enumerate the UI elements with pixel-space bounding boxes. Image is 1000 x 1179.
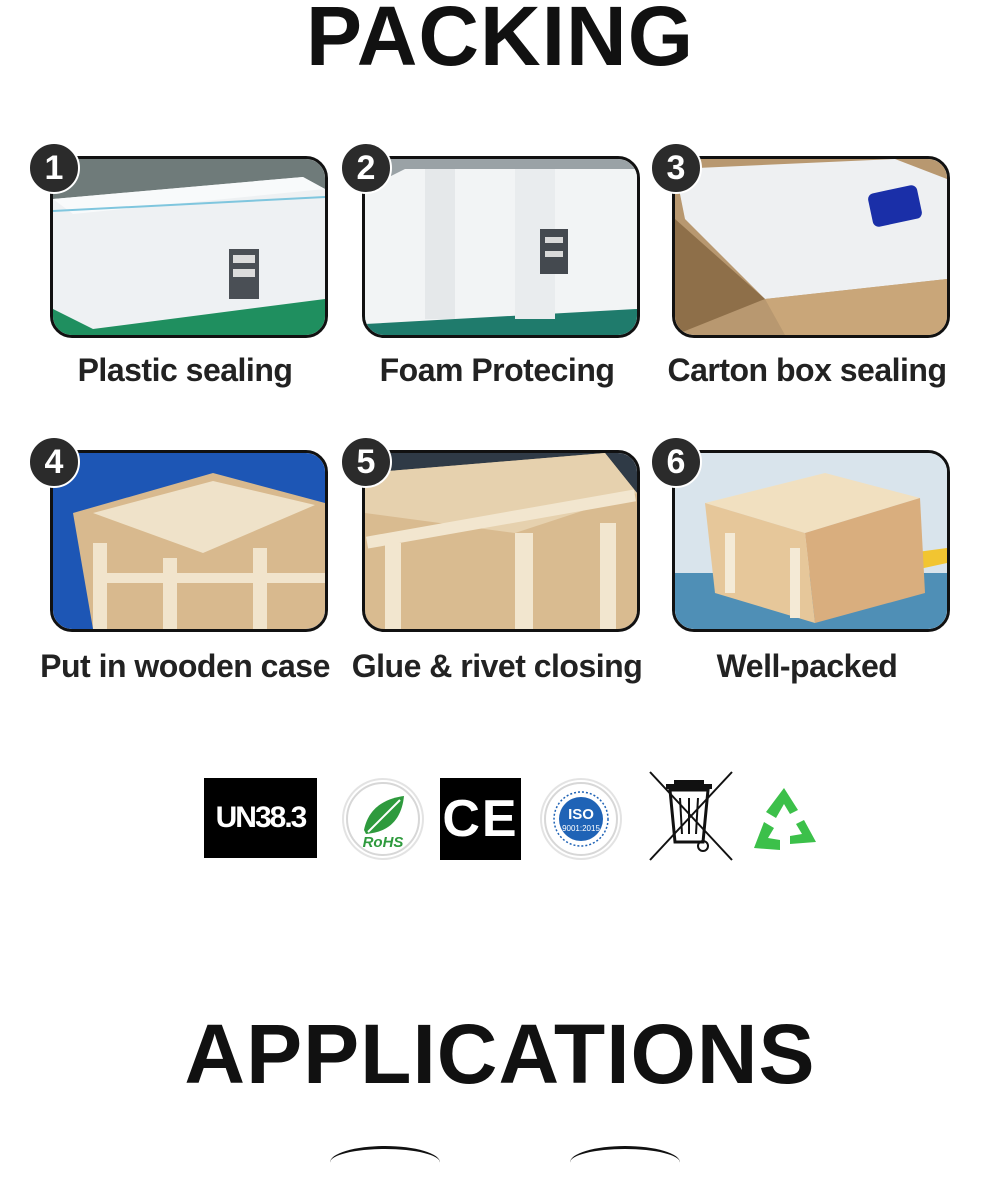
application-icon-top-edge <box>330 1146 440 1179</box>
application-icon-top-edge <box>570 1146 680 1179</box>
step-label: Glue & rivet closing <box>351 648 643 684</box>
step-number-badge: 3 <box>650 142 702 194</box>
rohs-leaf-icon <box>346 782 420 856</box>
packing-title: PACKING <box>305 0 695 83</box>
step-label: Foam Protecing <box>379 352 615 388</box>
step-label: Well-packed <box>716 648 898 684</box>
iso-label: ISO <box>568 806 594 823</box>
iso-badge: ISO 9001:2015 <box>542 780 620 858</box>
step-number-badge: 6 <box>650 436 702 488</box>
step-label: Carton box sealing <box>667 352 947 388</box>
applications-title: APPLICATIONS <box>184 1007 816 1101</box>
plastic-sealing-photo <box>50 156 328 338</box>
recycle-icon <box>748 784 820 854</box>
rohs-badge: RoHS <box>344 780 422 858</box>
wooden-case-photo <box>50 450 328 632</box>
step-number-badge: 4 <box>28 436 80 488</box>
glue-rivet-photo <box>362 450 640 632</box>
iso-seal-icon <box>544 782 618 856</box>
step-number-badge: 2 <box>340 142 392 194</box>
rohs-label: RoHS <box>362 834 404 851</box>
iso-standard: 9001:2015 <box>562 824 600 833</box>
step-label: Plastic sealing <box>77 352 293 388</box>
ce-mark: CE <box>440 778 521 860</box>
un38.3-badge: UN38.3 <box>204 778 317 858</box>
step-number-badge: 5 <box>340 436 392 488</box>
foam-protecting-photo <box>362 156 640 338</box>
step-number-badge: 1 <box>28 142 80 194</box>
well-packed-photo <box>672 450 950 632</box>
carton-box-photo <box>672 156 950 338</box>
step-label: Put in wooden case <box>40 648 330 684</box>
weee-bin-icon <box>648 770 734 862</box>
